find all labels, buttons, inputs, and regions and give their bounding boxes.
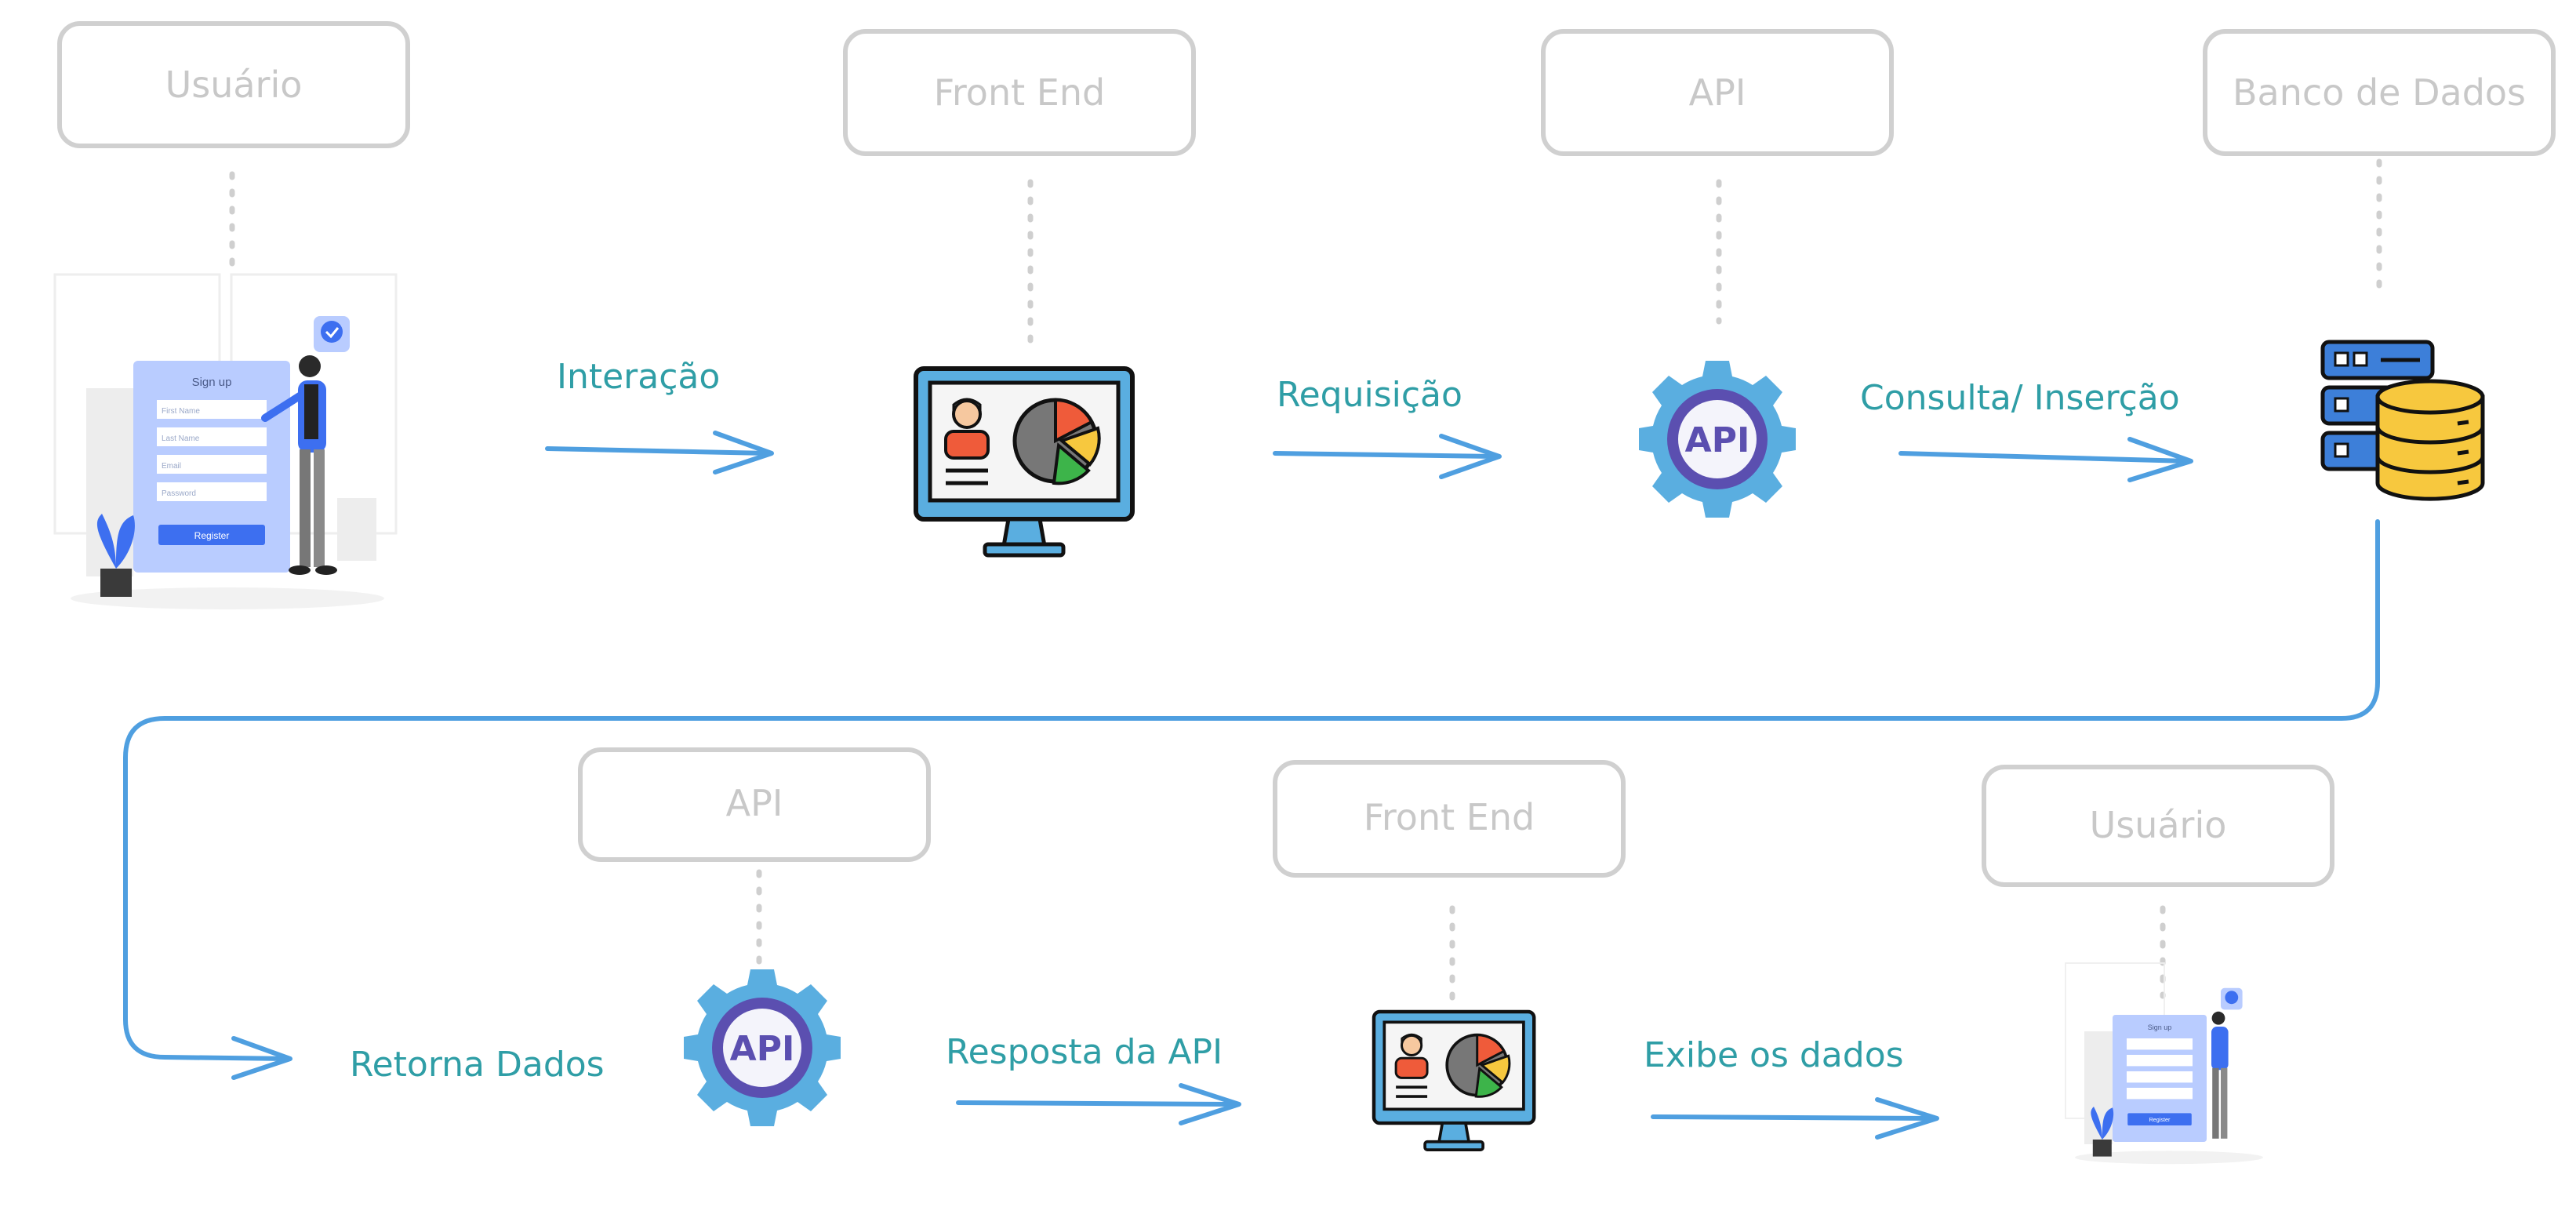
node-frontend-top: Front End bbox=[843, 29, 1196, 156]
edge-label-retorna-dados: Retorna Dados bbox=[350, 1045, 605, 1085]
edge-label-interacao: Interação bbox=[557, 357, 720, 397]
node-api-bottom: API bbox=[578, 747, 931, 862]
dotted-connectors-bottom bbox=[756, 869, 2166, 1012]
signup-illustration: Sign up First Name Last Name Email Passw… bbox=[53, 273, 398, 609]
api-gear-icon: API bbox=[1639, 361, 1796, 518]
monitor-chart-icon bbox=[1374, 1012, 1534, 1150]
node-label: API bbox=[726, 782, 783, 824]
api-badge-text: API bbox=[1685, 420, 1750, 460]
node-banco-top: Banco de Dados bbox=[2203, 29, 2556, 156]
api-badge-text: API bbox=[730, 1029, 795, 1069]
node-api-top: API bbox=[1541, 29, 1894, 156]
arrows-top bbox=[545, 431, 2193, 482]
edge-label-requisicao: Requisição bbox=[1277, 375, 1462, 415]
signup-field: First Name bbox=[162, 407, 200, 416]
signup-register: Register bbox=[194, 530, 230, 541]
node-label: Usuário bbox=[2090, 804, 2227, 846]
node-label: Front End bbox=[934, 71, 1105, 114]
signup-field: Email bbox=[162, 462, 181, 471]
signup-title: Sign up bbox=[192, 376, 232, 389]
node-label: API bbox=[1689, 71, 1746, 114]
signup-field: Last Name bbox=[162, 434, 200, 443]
node-frontend-bottom: Front End bbox=[1273, 760, 1626, 878]
node-usuario-top: Usuário bbox=[57, 21, 410, 148]
node-label: Banco de Dados bbox=[2233, 71, 2526, 114]
node-label: Front End bbox=[1364, 796, 1535, 838]
monitor-chart-icon bbox=[916, 369, 1132, 555]
signup-register: Register bbox=[2149, 1116, 2171, 1123]
signup-field: Password bbox=[162, 489, 196, 498]
return-path-arrow bbox=[123, 519, 2380, 1080]
database-server-icon bbox=[2320, 340, 2485, 501]
dotted-connectors-top bbox=[229, 158, 2382, 348]
signup-title: Sign up bbox=[2148, 1023, 2172, 1031]
node-label: Usuário bbox=[165, 64, 303, 106]
edge-label-resposta-api: Resposta da API bbox=[946, 1032, 1223, 1072]
edge-label-exibe-dados: Exibe os dados bbox=[1644, 1035, 1904, 1075]
edge-label-consulta: Consulta/ Inserção bbox=[1860, 378, 2180, 418]
signup-illustration: Sign up Register bbox=[2065, 962, 2263, 1165]
arrows-bottom bbox=[956, 1083, 1939, 1140]
api-gear-icon: API bbox=[684, 969, 841, 1126]
node-usuario-bottom: Usuário bbox=[1982, 765, 2334, 887]
